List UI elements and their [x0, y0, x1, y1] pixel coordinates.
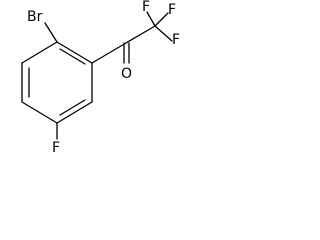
- ring-bond-3: [56, 101, 93, 124]
- ring-bond-6: [21, 41, 58, 64]
- cf3-bond-top-left: [146, 11, 156, 27]
- ring-to-carbonyl-bond: [91, 42, 127, 64]
- cf3-bond-right: [154, 25, 173, 42]
- cf3-bond-top-right: [154, 12, 169, 27]
- bromine-bond: [44, 22, 58, 43]
- atom-label-fluorine-top-left: F: [142, 0, 150, 15]
- atom-label-fluorine-top-right: F: [168, 2, 176, 18]
- chemical-structure: Br F F F O F: [21, 0, 180, 155]
- ring-double-bond-upper-right: [59, 48, 86, 65]
- ring-double-bond-lower-right: [59, 99, 86, 116]
- atom-label-oxygen: O: [121, 66, 132, 82]
- atom-label-fluorine-ring: F: [52, 140, 60, 155]
- carbonyl-to-cf3-bond: [125, 25, 156, 44]
- ring-bond-1: [56, 41, 93, 64]
- atom-label-fluorine-right: F: [172, 32, 180, 48]
- atom-label-bromine: Br: [27, 9, 43, 25]
- ring-bond-4: [21, 101, 58, 124]
